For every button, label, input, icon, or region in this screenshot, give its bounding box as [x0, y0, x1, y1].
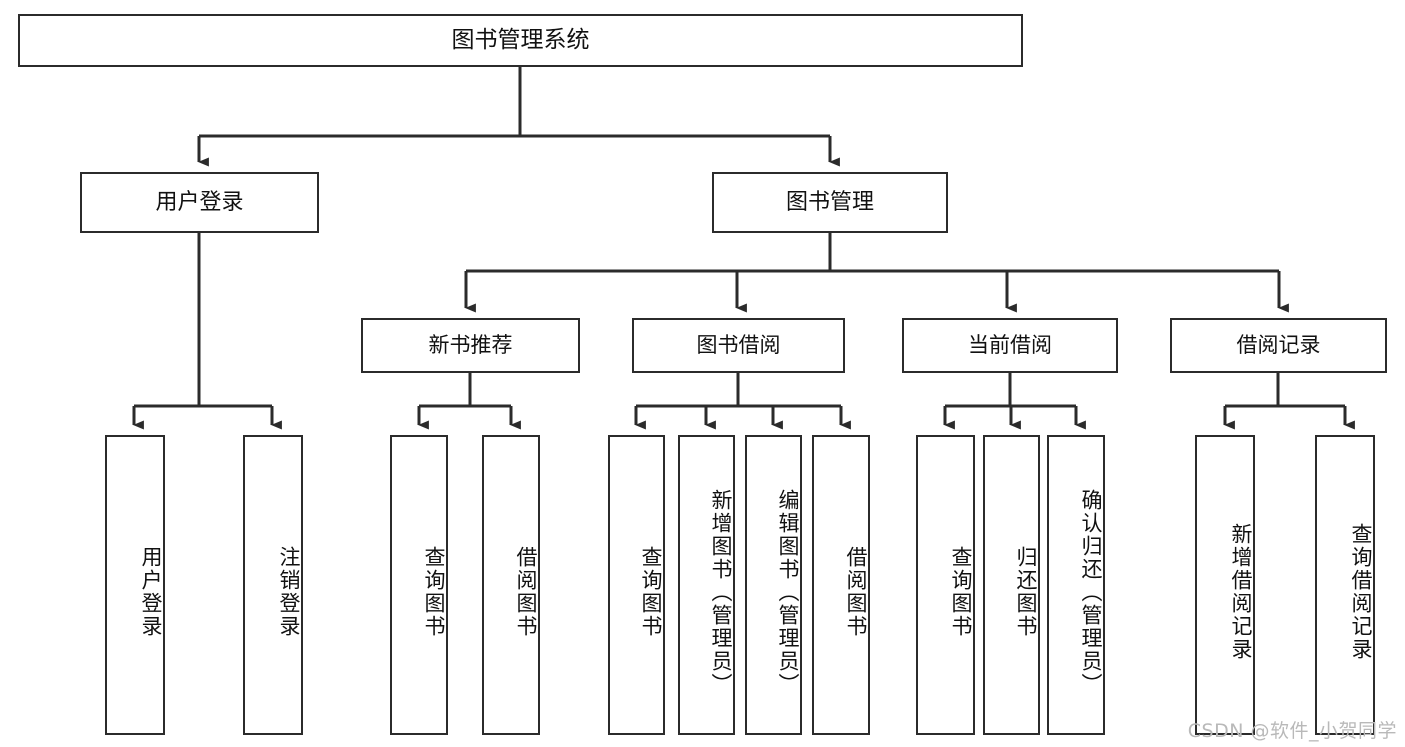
node-leaf-confirm-return-admin[interactable]: 确认归还（管理员）: [1047, 435, 1105, 735]
node-leaf-query-book-recommend[interactable]: 查询图书: [390, 435, 448, 735]
node-leaf-add-book-admin[interactable]: 新增图书（管理员）: [678, 435, 735, 735]
node-leaf-user-logout-label: 注销登录: [277, 546, 301, 638]
csdn-watermark: CSDN @软件_小贺同学: [1187, 720, 1397, 742]
node-leaf-query-book-borrow-label: 查询图书: [639, 546, 663, 638]
node-leaf-borrow-book[interactable]: 借阅图书: [812, 435, 870, 735]
node-leaf-return-book-label: 归还图书: [1014, 546, 1038, 638]
node-leaf-query-borrow-record-label: 查询借阅记录: [1349, 523, 1373, 661]
node-leaf-user-login-label: 用户登录: [139, 546, 163, 638]
node-leaf-edit-book-admin[interactable]: 编辑图书（管理员）: [745, 435, 802, 735]
node-leaf-query-book-current-label: 查询图书: [949, 546, 973, 638]
node-leaf-add-borrow-record-label: 新增借阅记录: [1229, 523, 1253, 661]
node-new-book-recommend[interactable]: 新书推荐: [361, 318, 580, 373]
node-leaf-user-logout[interactable]: 注销登录: [243, 435, 303, 735]
node-leaf-borrow-book-recommend-label: 借阅图书: [514, 546, 538, 638]
node-borrow-record-label: 借阅记录: [1236, 333, 1321, 358]
node-book-manage[interactable]: 图书管理: [712, 172, 948, 233]
node-leaf-query-book-borrow[interactable]: 查询图书: [608, 435, 665, 735]
node-leaf-borrow-book-recommend[interactable]: 借阅图书: [482, 435, 540, 735]
node-leaf-edit-book-admin-label: 编辑图书（管理员）: [776, 488, 800, 696]
node-leaf-add-borrow-record[interactable]: 新增借阅记录: [1195, 435, 1255, 735]
node-leaf-query-book-recommend-label: 查询图书: [422, 546, 446, 638]
node-leaf-return-book[interactable]: 归还图书: [983, 435, 1040, 735]
node-leaf-query-book-current[interactable]: 查询图书: [916, 435, 975, 735]
node-current-borrow[interactable]: 当前借阅: [902, 318, 1118, 373]
node-book-borrow-label: 图书借阅: [696, 333, 781, 358]
node-book-borrow[interactable]: 图书借阅: [632, 318, 845, 373]
node-new-book-recommend-label: 新书推荐: [428, 333, 513, 358]
node-leaf-user-login[interactable]: 用户登录: [105, 435, 165, 735]
node-root-label: 图书管理系统: [451, 26, 590, 53]
node-leaf-borrow-book-label: 借阅图书: [844, 546, 868, 638]
node-borrow-record[interactable]: 借阅记录: [1170, 318, 1387, 373]
node-root[interactable]: 图书管理系统: [18, 14, 1023, 67]
node-current-borrow-label: 当前借阅: [968, 333, 1052, 358]
node-user-login[interactable]: 用户登录: [80, 172, 319, 233]
node-leaf-confirm-return-admin-label: 确认归还（管理员）: [1079, 488, 1103, 696]
node-leaf-query-borrow-record[interactable]: 查询借阅记录: [1315, 435, 1375, 735]
node-leaf-add-book-admin-label: 新增图书（管理员）: [709, 488, 733, 696]
node-user-login-label: 用户登录: [155, 189, 244, 215]
node-book-manage-label: 图书管理: [785, 189, 874, 215]
